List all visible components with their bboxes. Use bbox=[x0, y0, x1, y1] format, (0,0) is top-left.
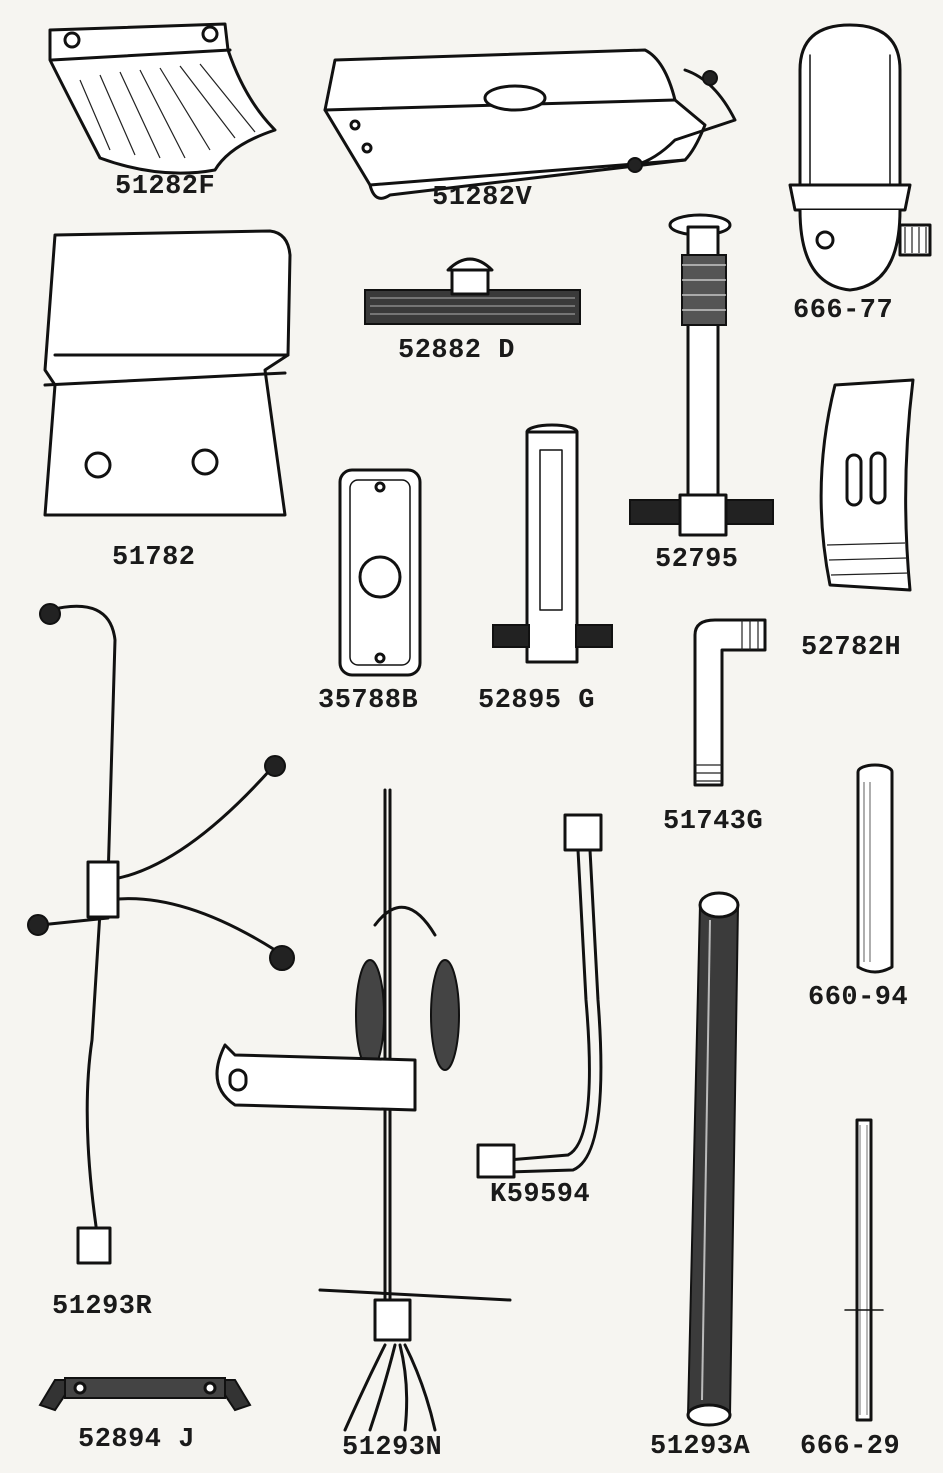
part-666-29-drawing bbox=[844, 1118, 884, 1422]
part-52894j-drawing bbox=[38, 1377, 252, 1412]
label-51293r: 51293R bbox=[52, 1292, 153, 1322]
label-35788b: 35788B bbox=[318, 686, 419, 716]
part-52795-drawing bbox=[629, 213, 774, 537]
part-51282f-drawing bbox=[48, 22, 277, 175]
part-666-77-drawing bbox=[788, 23, 932, 292]
label-51782: 51782 bbox=[112, 543, 196, 573]
part-51282v-drawing bbox=[323, 48, 737, 200]
part-52782h-drawing bbox=[819, 378, 915, 592]
label-52895g: 52895 G bbox=[478, 686, 595, 716]
label-51282f: 51282F bbox=[115, 172, 216, 202]
label-51293n: 51293N bbox=[342, 1433, 443, 1463]
label-51282v: 51282V bbox=[432, 183, 533, 213]
label-52795: 52795 bbox=[655, 545, 739, 575]
label-52882d: 52882 D bbox=[398, 336, 515, 366]
label-52782h: 52782H bbox=[801, 633, 902, 663]
part-51293a-drawing bbox=[686, 891, 740, 1427]
label-666-29: 666-29 bbox=[800, 1432, 901, 1462]
part-52882d-drawing bbox=[364, 257, 581, 325]
part-51293n-drawing bbox=[215, 788, 512, 1432]
part-35788b-drawing bbox=[338, 468, 422, 677]
part-51782-drawing bbox=[43, 229, 292, 517]
part-660-94-drawing bbox=[856, 763, 894, 974]
label-666-77: 666-77 bbox=[793, 296, 894, 326]
part-51743g-drawing bbox=[693, 618, 767, 787]
label-51743g: 51743G bbox=[663, 807, 764, 837]
part-52895g-drawing bbox=[492, 423, 613, 664]
part-k59594-drawing bbox=[476, 813, 603, 1179]
label-660-94: 660-94 bbox=[808, 983, 909, 1013]
label-k59594: K59594 bbox=[490, 1180, 591, 1210]
label-52894j: 52894 J bbox=[78, 1425, 195, 1455]
label-51293a: 51293A bbox=[650, 1432, 751, 1462]
part-51293r-drawing bbox=[27, 603, 295, 1265]
